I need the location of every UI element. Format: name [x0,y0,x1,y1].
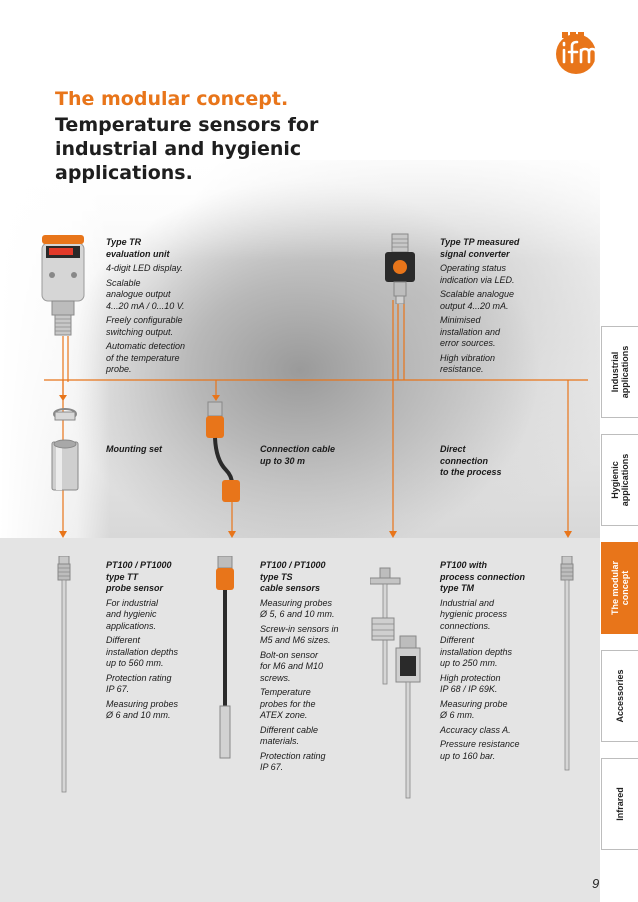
connection-cable-title: Connection cable up to 30 m [260,444,336,466]
type-ts-line: Different cable materials. [260,724,319,747]
type-tm-title: PT100 with process connection type TM [440,560,526,593]
type-tr-line: Automatic detection of the temperature p… [106,341,186,374]
type-ts-line: Screw-in sensors in M5 and M6 sizes. [260,623,339,646]
type-tr-description: Type TR evaluation unit 4-digit LED disp… [106,237,236,379]
tab-label: Accessories [615,669,625,723]
type-ts-line: Temperature probes for the ATEX zone. [260,687,316,720]
type-tt-line: Measuring probes Ø 6 and 10 mm. [106,698,179,721]
ifm-logo [556,32,598,74]
type-tt-probe-image [57,556,71,793]
connection-cable-label: Connection cable up to 30 m [260,444,390,470]
type-ts-line: Protection rating IP 67. [260,750,326,773]
type-tm-description: PT100 with process connection type TM In… [440,560,570,765]
tab-hygienic-applications[interactable]: Hygienic applications [601,434,638,526]
type-tp-line: High vibration resistance. [440,352,496,375]
page-subtitle: Temperature sensors for industrial and h… [55,114,319,184]
connection-cable-image [206,401,240,502]
tab-label: Hygienic applications [610,453,630,507]
mounting-set-image [51,408,79,491]
type-ts-cable-sensor-image [216,556,234,759]
type-tt-description: PT100 / PT1000 type TT probe sensor For … [106,560,236,725]
type-ts-line: Bolt-on sensor for M6 and M10 screws. [260,649,324,683]
type-tr-line: Scalable analogue output 4...20 mA / 0..… [106,277,185,311]
type-ts-line: Measuring probes Ø 5, 6 and 10 mm. [260,597,335,620]
type-tr-evaluation-unit-image [41,235,85,336]
direct-connection-label: Direct connection to the process [440,444,570,482]
probe-sensor-image [560,556,574,771]
type-tm-line: High protection IP 68 / IP 69K. [440,672,501,695]
type-tt-line: Different installation depths up to 560 … [106,635,179,668]
type-ts-description: PT100 / PT1000 type TS cable sensors Mea… [260,560,390,777]
type-tm-process-sensor-image [370,567,421,799]
type-tm-line: Industrial and hygienic process connecti… [440,597,508,631]
tab-the-modular-concept[interactable]: The modular concept [601,542,638,634]
tab-infrared[interactable]: Infrared [601,758,638,850]
tab-label: Infrared [615,787,625,821]
type-tm-line: Accuracy class A. [440,724,511,735]
type-ts-title: PT100 / PT1000 type TS cable sensors [260,560,326,593]
tab-industrial-applications[interactable]: Industrial applications [601,326,638,418]
type-tp-line: Operating status indication via LED. [440,263,515,285]
type-tr-title: Type TR evaluation unit [106,237,170,259]
lower-band [0,538,600,902]
direct-connection-title: Direct connection to the process [440,444,502,477]
type-tp-line: Minimised installation and error sources… [440,315,501,348]
type-tt-line: Protection rating IP 67. [106,672,172,695]
page-number: 9 [592,876,600,891]
type-tt-title: PT100 / PT1000 type TT probe sensor [106,560,172,593]
tab-label: Industrial applications [610,345,630,399]
tab-accessories[interactable]: Accessories [601,650,638,742]
type-tr-line: Freely configurable switching output. [106,315,183,337]
type-tp-line: Scalable analogue output 4...20 mA. [440,289,515,311]
type-tr-line: 4-digit LED display. [106,263,183,273]
type-tp-title: Type TP measured signal converter [440,237,520,259]
page-title: The modular concept. [55,88,289,110]
mounting-set-title: Mounting set [106,444,162,454]
type-tm-line: Measuring probe Ø 6 mm. [440,698,508,721]
type-tm-line: Different installation depths up to 250 … [440,635,513,668]
type-tt-line: For industrial and hygienic applications… [106,597,159,631]
type-tm-line: Pressure resistance up to 160 bar. [440,739,520,761]
tab-label: The modular concept [610,561,630,616]
mounting-set-label: Mounting set [106,444,236,459]
type-tp-signal-converter-image [385,233,415,304]
type-tp-description: Type TP measured signal converter Operat… [440,237,570,379]
